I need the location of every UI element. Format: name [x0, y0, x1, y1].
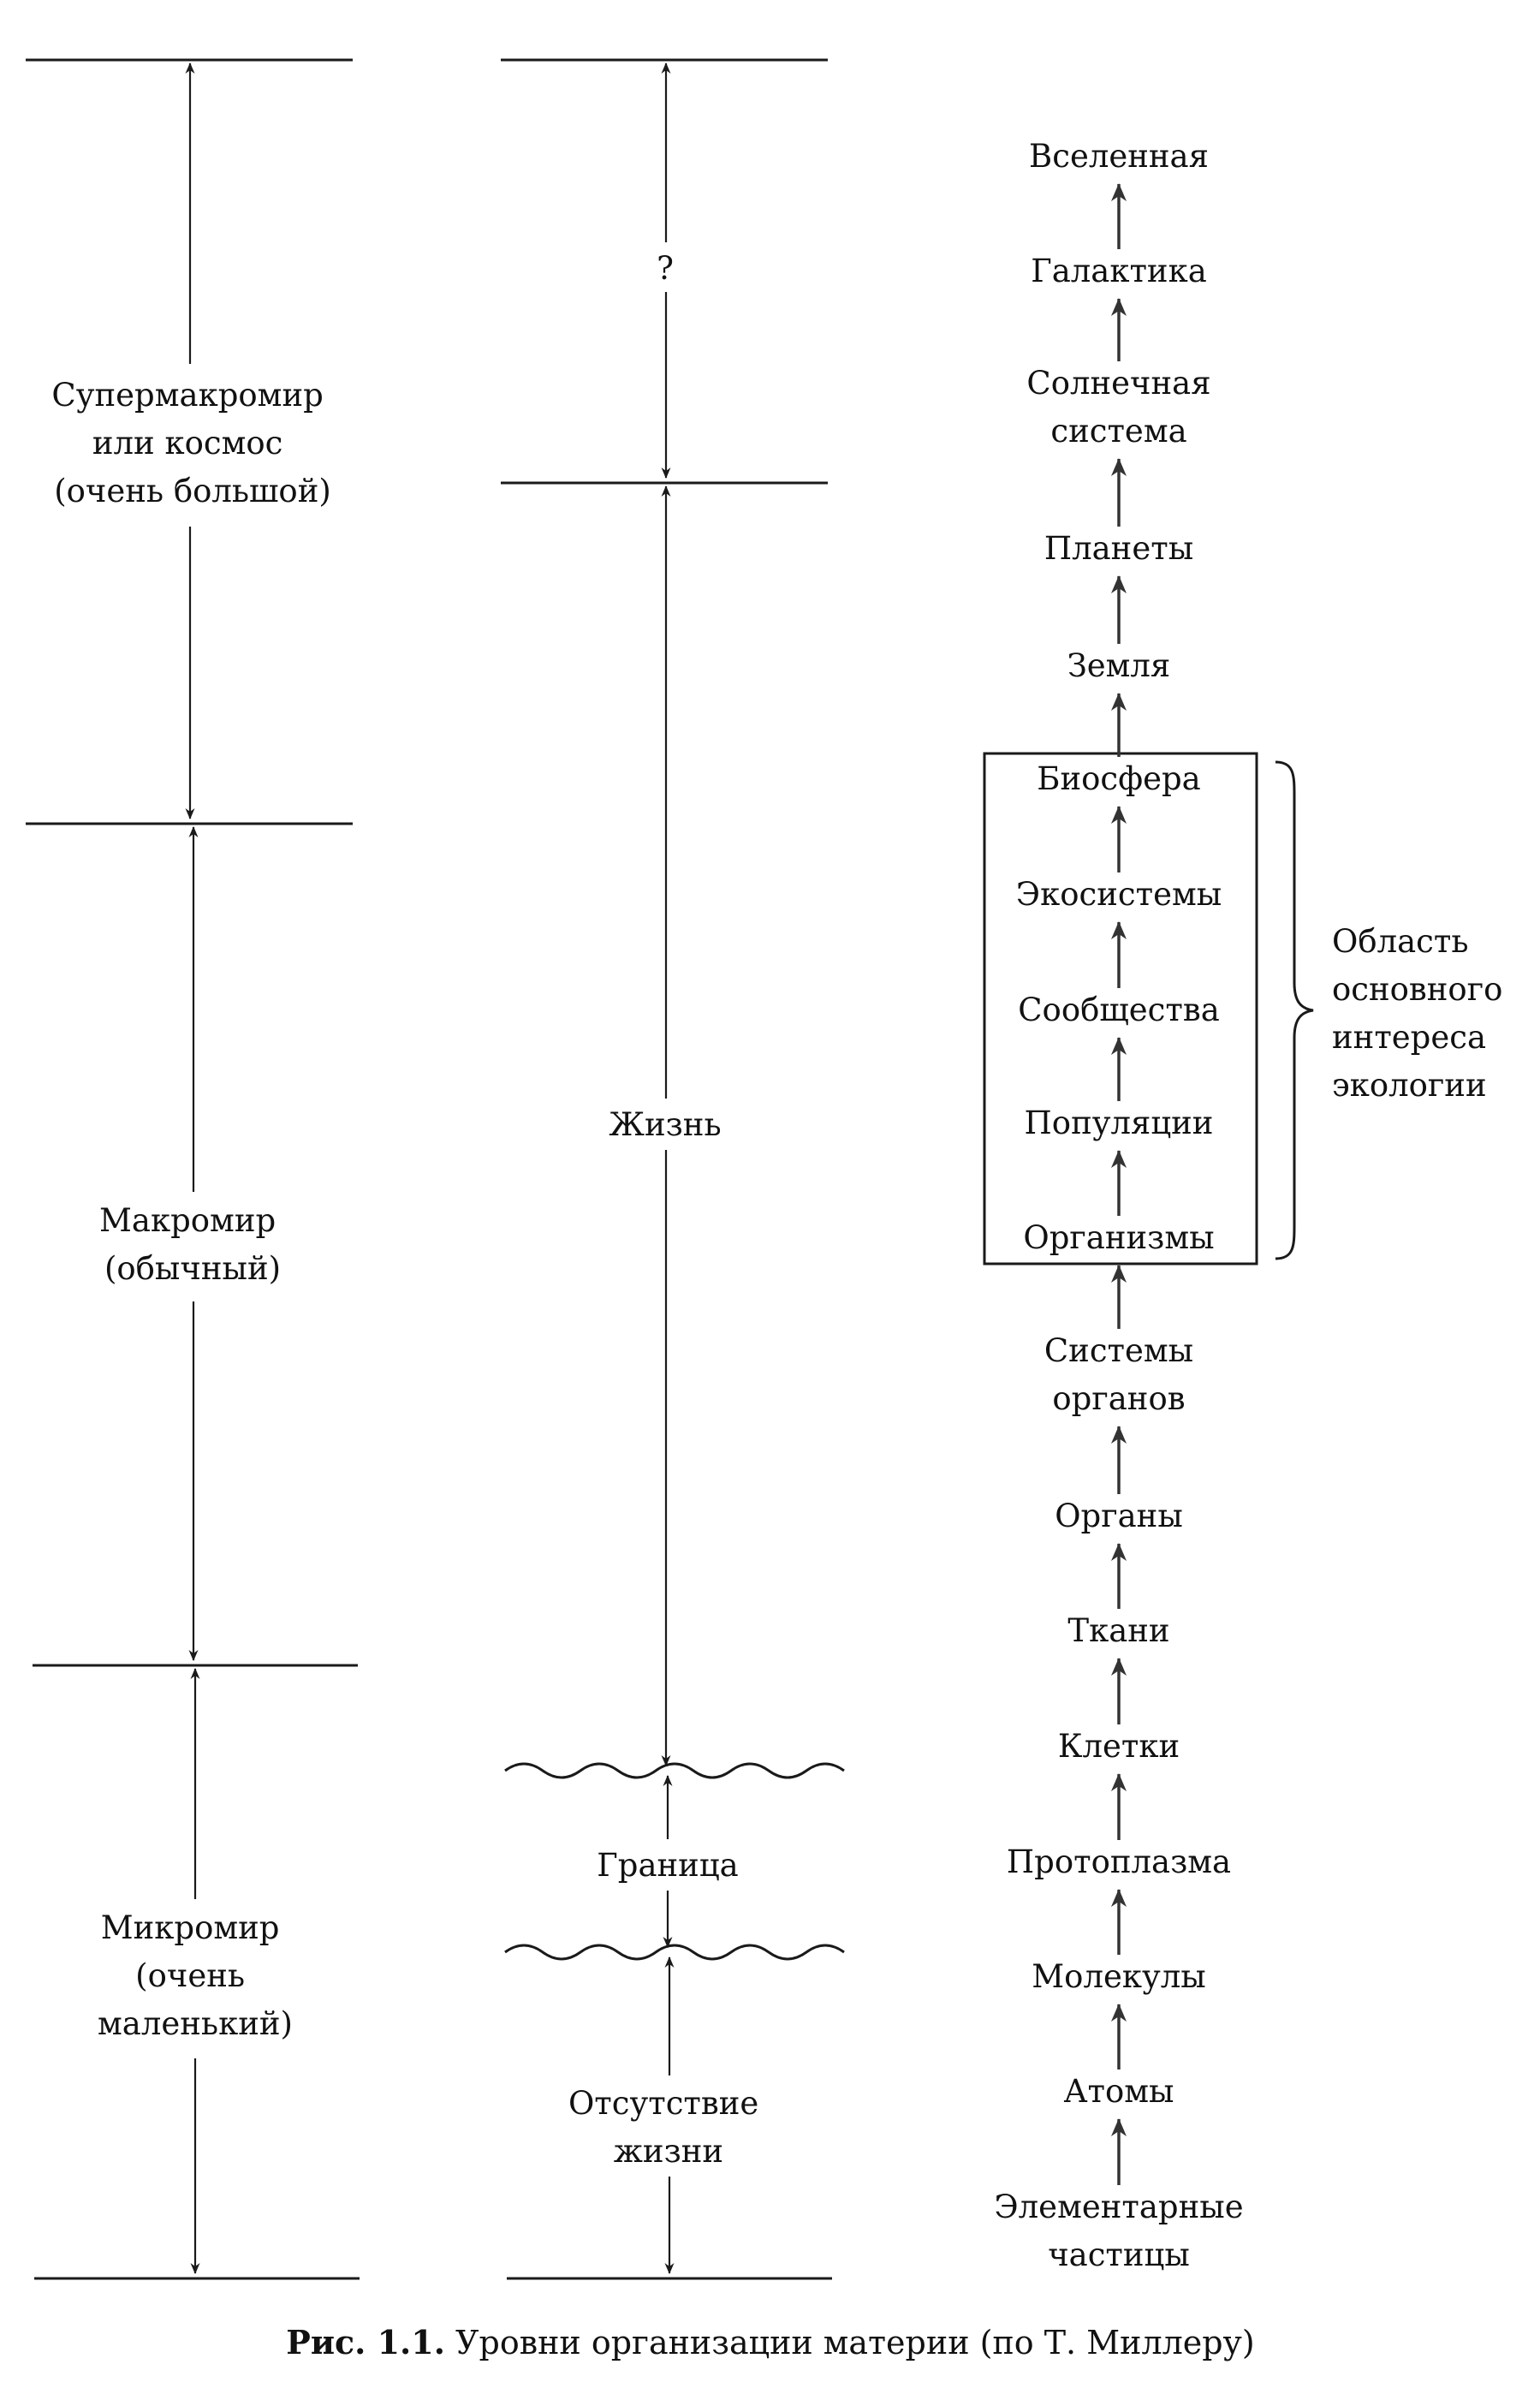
boundary-label-bg: [575, 1839, 760, 1891]
life-scale-column: ? Жизнь Граница Отсутствие жизни: [501, 58, 845, 2280]
life-label: Жизнь: [609, 1106, 721, 1143]
hierarchy-level: Земля: [1067, 647, 1171, 684]
life-boundary-wave-upper: [504, 1762, 845, 1779]
ecology-focus-box: [983, 752, 1258, 1266]
ecology-brace: [1275, 760, 1314, 1260]
figure-caption: Рис. 1.1. Уровни организации материи (по…: [286, 2323, 1254, 2361]
life-label-bg: [592, 1099, 738, 1150]
no-life-label: Отсутствие жизни: [568, 2085, 769, 2170]
micro-label: Микромир (очень маленький): [98, 1909, 293, 2042]
macro-label-bg: [77, 1192, 308, 1301]
no-life-label-bg: [550, 2075, 786, 2177]
hierarchy-level: Экосистемы: [1016, 876, 1222, 913]
hierarchy-level: Галактика: [1031, 253, 1207, 289]
boundary-label: Граница: [597, 1847, 738, 1884]
hierarchy-level: Организмы: [1023, 1219, 1214, 1256]
hierarchy-level: Протоплазма: [1007, 1843, 1231, 1880]
hierarchy-level: Клетки: [1058, 1728, 1180, 1765]
macro-label: Макромир (обычный): [99, 1202, 286, 1287]
world-scale-column: Супермакромир или космос (очень большой)…: [26, 58, 360, 2280]
micro-label-bg: [68, 1899, 325, 2058]
unknown-label: ?: [657, 250, 674, 287]
supermacro-label: Супермакромир или космос (очень большой): [51, 377, 333, 509]
life-boundary-wave-lower: [504, 1944, 845, 1961]
ecology-area-label: Область основного интереса экологии: [1332, 923, 1513, 1104]
hierarchy-level: Планеты: [1044, 530, 1193, 567]
hierarchy-level: Ткани: [1067, 1612, 1169, 1649]
hierarchy-level: Популяции: [1025, 1105, 1214, 1141]
hierarchy-level: Органы: [1055, 1498, 1183, 1534]
hierarchy-level: Атомы: [1064, 2073, 1174, 2110]
figure-number: Рис. 1.1.: [286, 2323, 445, 2361]
hierarchy-level: Вселенная: [1029, 138, 1209, 175]
figure-title: Уровни организации материи (по Т. Миллер…: [445, 2324, 1255, 2361]
hierarchy-level: Биосфера: [1037, 760, 1200, 797]
unknown-label-bg: [644, 242, 687, 292]
hierarchy-level: Сообщества: [1018, 992, 1220, 1028]
supermacro-label-bg: [34, 364, 353, 527]
hierarchy-level: Молекулы: [1032, 1958, 1205, 1995]
